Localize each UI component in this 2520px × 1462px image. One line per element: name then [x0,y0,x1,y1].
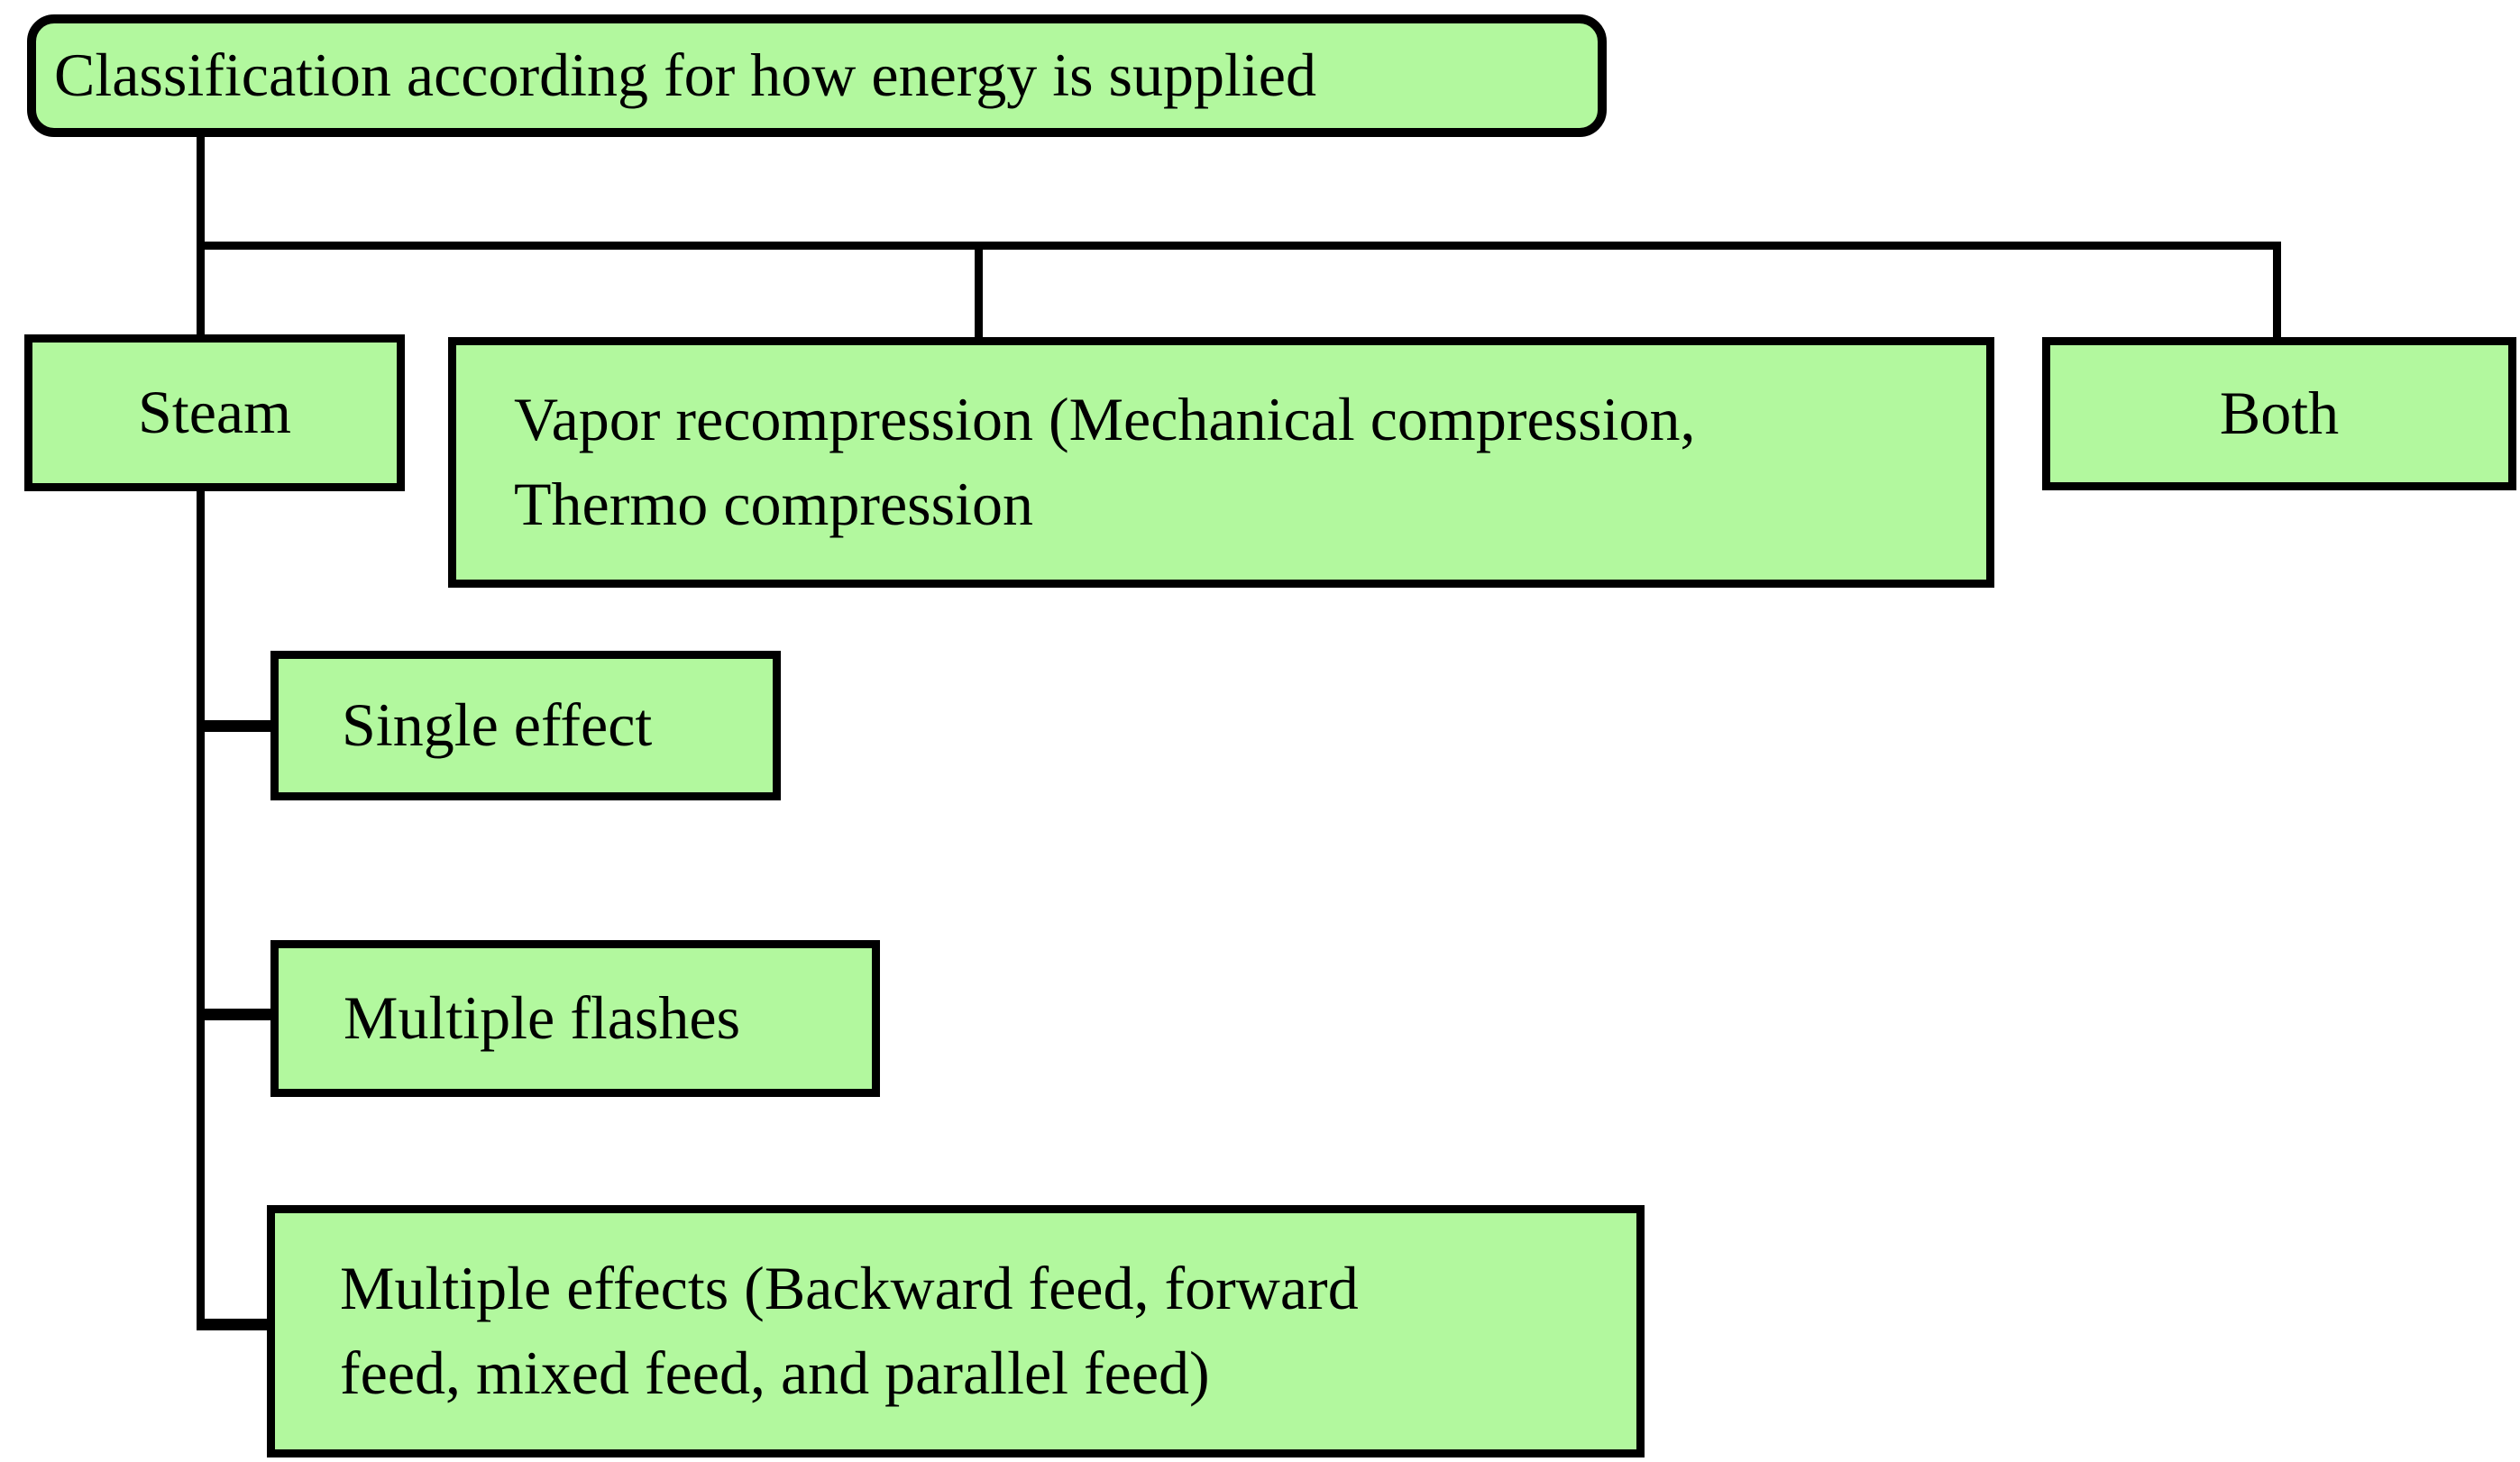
connector-horizontal-rail [197,242,2281,250]
multiple-flashes-label: Multiple flashes [344,983,741,1053]
single-effect-label: Single effect [342,690,653,760]
vapor-recompression-node-box: Vapor recompression (Mechanical compress… [448,337,1994,588]
connector-multiple-flashes-stub [197,1009,274,1020]
connector-vapor-drop [975,250,983,340]
multiple-flashes-node-box: Multiple flashes [270,940,880,1097]
connector-single-effect-stub [197,720,274,732]
steam-node-box: Steam [24,334,405,491]
connector-steam-trunk [197,489,205,1330]
connector-both-drop [2273,250,2281,340]
vapor-recompression-label-line2: Thermo compression [514,470,1033,538]
root-node-label: Classification according for how energy … [54,41,1316,110]
vapor-recompression-label-line1: Vapor recompression (Mechanical compress… [514,385,1696,454]
steam-node-label: Steam [138,378,291,447]
both-node-box: Both [2042,337,2516,490]
single-effect-node-box: Single effect [270,651,781,800]
multiple-effects-node-box: Multiple effects (Backward feed, forward… [267,1205,1645,1457]
multiple-effects-label-line1: Multiple effects (Backward feed, forward [340,1254,1359,1323]
both-node-label: Both [2219,379,2340,448]
root-node-box: Classification according for how energy … [27,14,1607,137]
multiple-effects-label-line2: feed, mixed feed, and parallel feed) [340,1339,1210,1407]
connector-title-trunk [197,133,205,338]
connector-multiple-effects-elbow [197,1319,274,1330]
